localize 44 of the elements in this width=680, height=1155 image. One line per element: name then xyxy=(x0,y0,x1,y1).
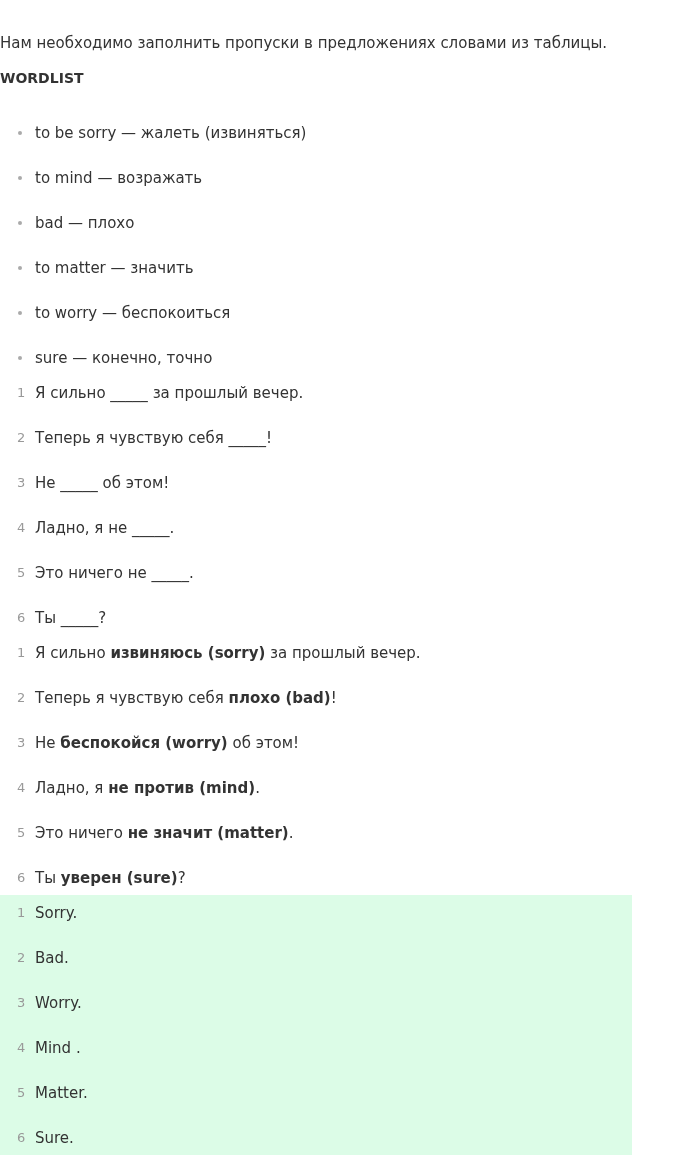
answer-sentence: Это ничего не значит (matter). xyxy=(35,823,294,843)
answer-sentence: Не беспокойся (worry) об этом! xyxy=(35,733,300,753)
wordlist-item: sure — конечно, точно xyxy=(35,348,213,368)
item-number: 5 xyxy=(17,564,26,582)
exercise-sentence: Не _____ об этом! xyxy=(35,473,170,493)
section-heading: WORDLIST xyxy=(0,69,84,88)
exercise-sentence: Я сильно _____ за прошлый вечер. xyxy=(35,383,304,403)
wordlist-item: to matter — значить xyxy=(35,258,194,278)
wordlist-item: to mind — возражать xyxy=(35,168,203,188)
exercise-sentence: Теперь я чувствую себя _____! xyxy=(35,428,273,448)
exercise-sentence: Ладно, я не _____. xyxy=(35,518,175,538)
item-number: 2 xyxy=(17,689,26,707)
answer-sentence: Теперь я чувствую себя плохо (bad)! xyxy=(35,688,337,708)
answer-word: Mind . xyxy=(35,1038,81,1058)
answer-sentence: Ты уверен (sure)? xyxy=(35,868,186,888)
item-number: 2 xyxy=(17,429,26,447)
item-number: 4 xyxy=(17,779,26,797)
item-number: 5 xyxy=(17,1084,26,1102)
answer-word: Sure. xyxy=(35,1128,74,1148)
item-number: 5 xyxy=(17,824,26,842)
item-number: 1 xyxy=(17,904,26,922)
answer-word: Bad. xyxy=(35,948,69,968)
exercise-sentence: Это ничего не _____. xyxy=(35,563,194,583)
wordlist-item: to be sorry — жалеть (извиняться) xyxy=(35,123,307,143)
exercise-sentence: Ты _____? xyxy=(35,608,107,628)
item-number: 1 xyxy=(17,384,26,402)
instruction-text: Нам необходимо заполнить пропуски в предложениях словами из таблицы. xyxy=(0,33,608,53)
item-number: 3 xyxy=(17,734,26,752)
item-number: 3 xyxy=(17,474,26,492)
item-number: 2 xyxy=(17,949,26,967)
item-number: 4 xyxy=(17,519,26,537)
answer-word: Worry. xyxy=(35,993,82,1013)
item-number: 6 xyxy=(17,1129,26,1147)
answer-sentence: Я сильно извиняюсь (sorry) за прошлый вечер. xyxy=(35,643,421,663)
item-number: 1 xyxy=(17,644,26,662)
item-number: 3 xyxy=(17,994,26,1012)
wordlist-item: bad — плохо xyxy=(35,213,135,233)
item-number: 4 xyxy=(17,1039,26,1057)
answer-word: Sorry. xyxy=(35,903,78,923)
item-number: 6 xyxy=(17,869,26,887)
answer-sentence: Ладно, я не против (mind). xyxy=(35,778,260,798)
item-number: 6 xyxy=(17,609,26,627)
wordlist-item: to worry — беспокоиться xyxy=(35,303,231,323)
answer-word: Matter. xyxy=(35,1083,88,1103)
